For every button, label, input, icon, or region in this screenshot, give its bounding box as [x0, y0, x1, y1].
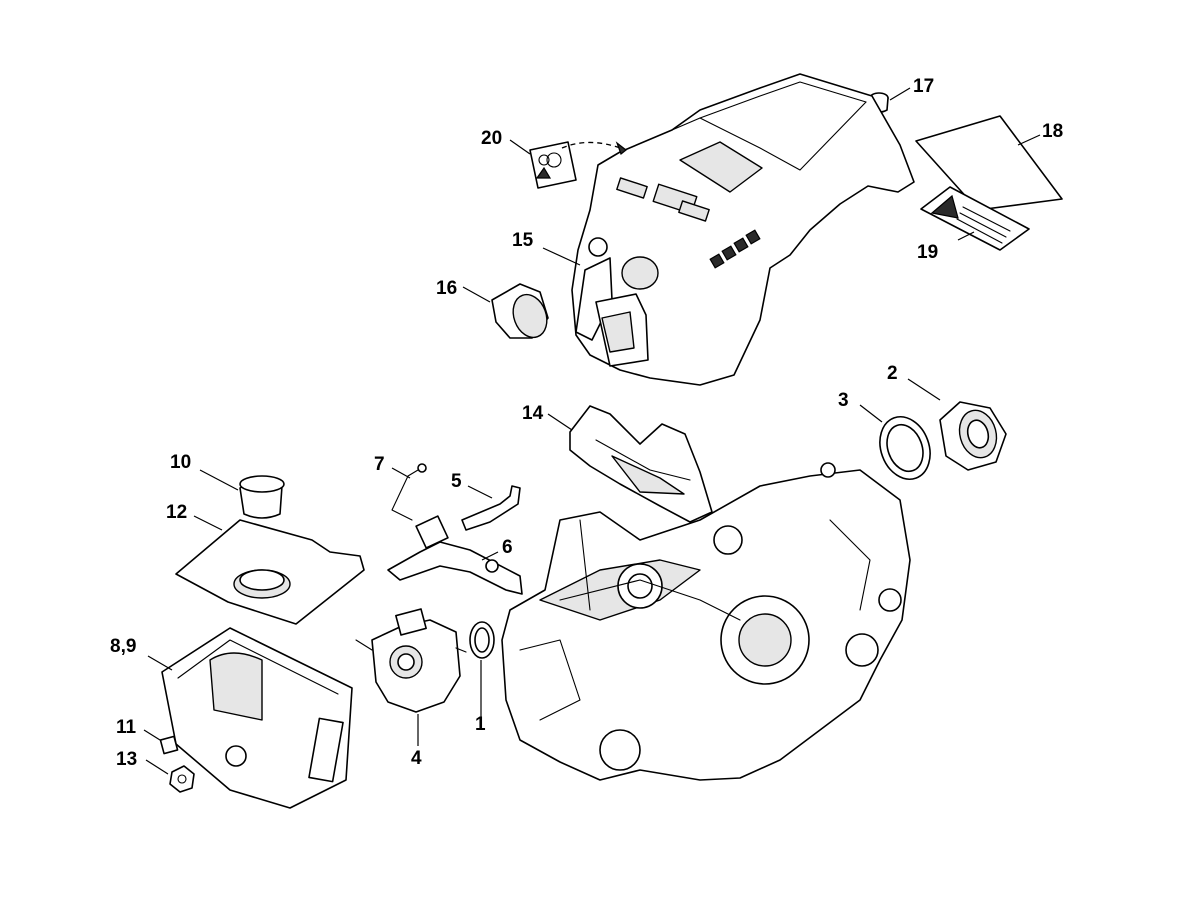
callout-4: 4: [411, 748, 422, 769]
part-20-label: [509, 139, 627, 189]
part-4-carburetor: [355, 608, 467, 746]
part-5-spring: [461, 485, 521, 531]
callout-18: 18: [1042, 121, 1063, 142]
callout-16: 16: [436, 278, 457, 299]
part-15-shroud-cover: [542, 73, 915, 386]
part-8-9-filter-housing: [147, 627, 353, 809]
callout-17: 17: [913, 76, 934, 97]
callout-8-9: 8,9: [110, 636, 136, 657]
callout-11: 11: [116, 717, 137, 738]
part-1-circlip: [469, 621, 495, 718]
part-3-ring: [859, 404, 931, 480]
crankcase-housing: [501, 462, 911, 781]
callout-6: 6: [502, 537, 513, 558]
callout-13: 13: [116, 749, 137, 770]
callout-2: 2: [887, 363, 898, 384]
callout-10: 10: [170, 452, 191, 473]
part-16-knob: [462, 283, 549, 339]
callout-14: 14: [522, 403, 544, 424]
part-6-throttle-shaft: [387, 515, 523, 595]
part-11-nut: [143, 729, 179, 755]
callout-5: 5: [451, 471, 462, 492]
part-13-nut: [145, 759, 195, 793]
dashed-curved-arrow-icon: [561, 141, 627, 151]
part-10-sleeve: [199, 469, 285, 519]
callout-20: 20: [481, 128, 502, 149]
callout-15: 15: [512, 230, 534, 251]
part-18-decal-sheet: [915, 115, 1063, 211]
part-7-rod: [391, 463, 427, 521]
callout-12: 12: [166, 502, 187, 523]
callout-7: 7: [374, 454, 385, 475]
callout-3: 3: [838, 390, 849, 411]
part-12-filter-mat: [175, 515, 365, 625]
part-19-warning-decal: [920, 186, 1030, 251]
warning-triangle-icon: [535, 166, 552, 179]
part-2-intake-flange: [907, 378, 1007, 471]
warning-triangle-icon: [930, 194, 959, 219]
callout-19: 19: [917, 242, 938, 263]
part-14-baffle: [547, 405, 713, 523]
callout-1: 1: [475, 714, 486, 735]
